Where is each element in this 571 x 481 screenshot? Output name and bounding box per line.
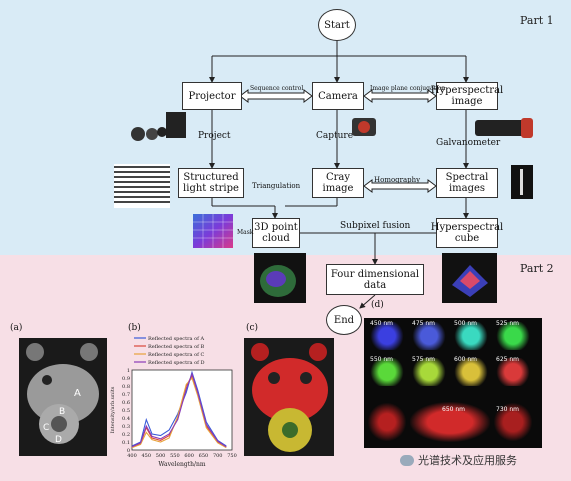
x-tick-label: 700 <box>213 453 223 459</box>
point-cloud-thumbnail <box>193 214 233 248</box>
spectral-images-node: Spectral images <box>436 168 498 198</box>
capture-label: Capture <box>316 131 354 141</box>
legend-entry: Reflected spectra of B <box>148 344 205 350</box>
stripe-pattern-image <box>114 164 170 208</box>
tile-label-450: 450 nm <box>370 320 394 327</box>
panel-c-color-image <box>244 338 334 456</box>
plot-area <box>131 369 233 451</box>
legend-entry: Reflected spectra of D <box>148 360 205 366</box>
tile-450 <box>368 322 406 350</box>
3d-reconstruction-image <box>254 253 306 303</box>
tile-extra <box>368 402 406 442</box>
y-tick-label: 0.3 <box>122 424 130 430</box>
homography-label: Homography <box>374 176 421 184</box>
part1-label: Part 1 <box>520 14 554 27</box>
tile-550 <box>368 358 406 386</box>
x-axis-label: Wavelength/nm <box>158 461 205 468</box>
tile-label-600: 600 nm <box>454 356 478 363</box>
gray-image-node: Cray image <box>312 168 364 198</box>
image-plane-conjugation-label: Image plane conjugation <box>370 85 446 92</box>
x-tick-label: 500 <box>156 453 166 459</box>
sequence-control-label: Sequence control <box>250 85 304 92</box>
x-tick-label: 750 <box>227 453 237 459</box>
y-tick-label: 0 <box>127 448 130 454</box>
reflected-spectra-chart: 0 0.1 0.2 0.3 0.4 0.5 0.6 0.7 0.8 0.9 1 400 450 500 55… <box>110 336 237 468</box>
series-line <box>131 372 227 448</box>
y-tick-label: 0.7 <box>122 392 130 398</box>
y-tick-label: 0.6 <box>122 400 130 406</box>
x-tick-label: 400 <box>127 453 137 459</box>
subpixel-fusion-label: Subpixel fusion <box>340 221 411 231</box>
legend-entry: Reflected spectra of A <box>148 336 205 342</box>
structured-light-node: Structured light stripe <box>178 168 244 198</box>
panel-c-label: (c) <box>246 323 259 333</box>
series-line <box>131 370 227 447</box>
watermark-text: 光谱技术及应用服务 <box>418 454 517 467</box>
panel-a-label: (a) <box>10 323 23 333</box>
project-label: Project <box>198 131 231 141</box>
part2-label: Part 2 <box>520 262 554 275</box>
camera-node: Camera <box>312 82 364 110</box>
projector-node: Projector <box>182 82 242 110</box>
triangulation-label: Triangulation <box>252 182 301 190</box>
y-tick-label: 0.5 <box>122 408 130 414</box>
projector-device-image <box>131 112 186 141</box>
x-tick-label: 650 <box>199 453 209 459</box>
x-tick-label: 450 <box>142 453 152 459</box>
hyperspectral-cube-image <box>442 253 497 303</box>
tile-label-650: 650 nm <box>442 406 466 413</box>
region-c-label: C <box>43 423 49 433</box>
tile-label-550: 550 nm <box>370 356 394 363</box>
end-node: End <box>326 305 362 335</box>
panel-a-grayscale-image: A B C D <box>19 338 107 456</box>
tile-650 <box>410 402 490 442</box>
mask-label: Mask <box>237 229 254 236</box>
tile-label-500: 500 nm <box>454 320 478 327</box>
legend-entry: Reflected spectra of C <box>148 352 205 358</box>
start-node: Start <box>318 9 356 41</box>
x-tick-label: 550 <box>170 453 180 459</box>
panel-d-label: (d) <box>371 300 384 310</box>
camera-device-image <box>352 118 376 136</box>
y-tick-label: 0.2 <box>122 432 130 438</box>
galvanometer-label: Galvanometer <box>436 138 501 148</box>
y-tick-label: 0.9 <box>122 376 130 382</box>
tile-500 <box>452 322 490 350</box>
hyperspectral-camera-image <box>475 118 533 138</box>
tile-600 <box>452 358 490 386</box>
panel-b-label: (b) <box>128 323 141 333</box>
tile-575 <box>410 358 448 386</box>
region-b-label: B <box>59 407 65 417</box>
y-tick-label: 1 <box>127 368 130 374</box>
region-a-label: A <box>74 388 81 399</box>
spectral-stack-image <box>511 165 533 199</box>
hyperspectral-image-node: Hyperspectral image <box>431 82 503 110</box>
wavelength-grid: 450 nm 475 nm 500 nm 525 nm 550 nm 575 n… <box>364 318 542 448</box>
tile-label-475: 475 nm <box>412 320 436 327</box>
series-line <box>131 376 227 449</box>
tile-label-625: 625 nm <box>496 356 520 363</box>
region-d-label: D <box>55 435 62 445</box>
tile-475 <box>410 322 448 350</box>
tile-label-575: 575 nm <box>412 356 436 363</box>
y-axis-label: Intensity/arb.units <box>110 386 116 433</box>
y-tick-label: 0.1 <box>122 440 130 446</box>
point-cloud-node: 3D point cloud <box>252 218 300 248</box>
y-tick-label: 0.4 <box>122 416 130 422</box>
wechat-icon <box>400 454 414 466</box>
x-tick-label: 600 <box>184 453 194 459</box>
tile-730 <box>494 402 532 442</box>
tile-label-730: 730 nm <box>496 406 520 413</box>
y-tick-label: 0.8 <box>122 384 130 390</box>
tile-label-525: 525 nm <box>496 320 520 327</box>
watermark: 光谱技术及应用服务 <box>400 452 517 468</box>
hyperspectral-cube-node: Hyperspectral cube <box>431 218 503 248</box>
tile-525 <box>494 322 532 350</box>
four-dimensional-node: Four dimensional data <box>326 264 424 295</box>
tile-625 <box>494 358 532 386</box>
